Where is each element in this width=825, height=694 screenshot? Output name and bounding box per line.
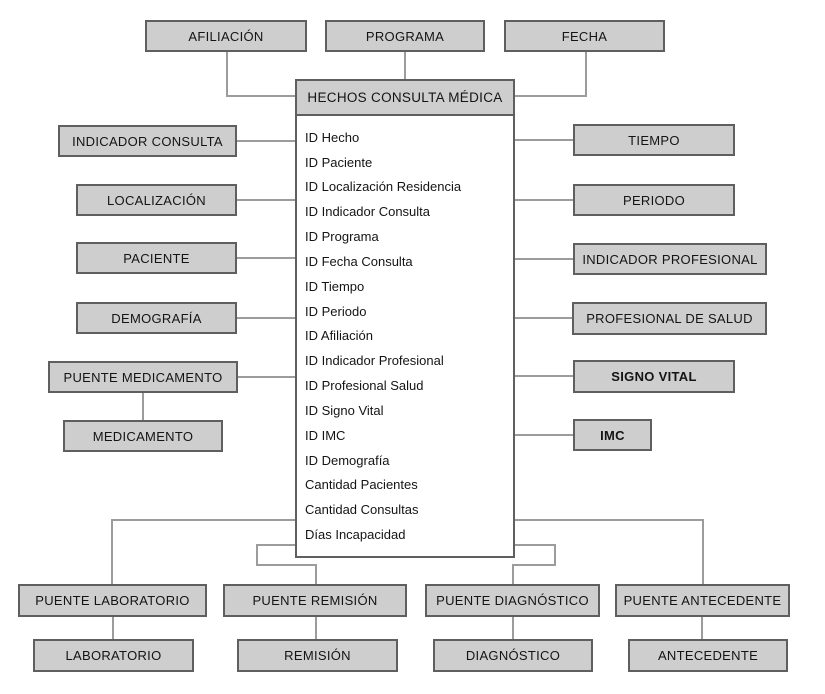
connector-puente-diagnostico-out bbox=[510, 544, 556, 546]
node-paciente: PACIENTE bbox=[76, 242, 237, 274]
fact-table-body: ID Hecho ID Paciente ID Localización Res… bbox=[295, 114, 515, 558]
connector-fecha-horizontal bbox=[512, 95, 587, 97]
node-indicador-profesional-label: INDICADOR PROFESIONAL bbox=[582, 251, 758, 267]
fact-field-id-periodo: ID Periodo bbox=[305, 303, 367, 319]
fact-field-id-programa: ID Programa bbox=[305, 229, 379, 245]
fact-field-id-fecha-consulta: ID Fecha Consulta bbox=[305, 253, 413, 269]
connector-laboratorio bbox=[112, 615, 114, 641]
node-programa-label: PROGRAMA bbox=[365, 28, 445, 44]
node-imc-label: IMC bbox=[600, 427, 625, 443]
fact-field-cantidad-consultas: Cantidad Consultas bbox=[305, 502, 419, 518]
node-remision: REMISIÓN bbox=[237, 639, 398, 672]
node-demografia-label: DEMOGRAFÍA bbox=[111, 310, 202, 326]
connector-fecha-vertical bbox=[585, 51, 587, 97]
node-profesional-de-salud-label: PROFESIONAL DE SALUD bbox=[586, 311, 753, 326]
fact-field-dias-incapacidad: Días Incapacidad bbox=[305, 527, 406, 543]
connector-demografia bbox=[230, 317, 300, 319]
connector-puente-laboratorio-vertical bbox=[111, 519, 113, 586]
node-puente-remision: PUENTE REMISIÓN bbox=[223, 584, 407, 617]
node-paciente-label: PACIENTE bbox=[123, 250, 190, 266]
fact-table-header: HECHOS CONSULTA MÉDICA bbox=[295, 79, 515, 116]
connector-puente-diagnostico-down2 bbox=[512, 564, 514, 586]
connector-puente-antecedente-vertical bbox=[702, 519, 704, 586]
fact-table-title: HECHOS CONSULTA MÉDICA bbox=[307, 90, 503, 105]
connector-afiliacion-vertical bbox=[226, 51, 228, 97]
connector-puente-medicamento bbox=[232, 376, 300, 378]
connector-puente-diagnostico-down1 bbox=[554, 544, 556, 566]
node-antecedente-label: ANTECEDENTE bbox=[657, 648, 759, 663]
connector-puente-remision-down2 bbox=[315, 564, 317, 586]
node-medicamento: MEDICAMENTO bbox=[63, 420, 223, 452]
fact-field-id-hecho: ID Hecho bbox=[305, 129, 360, 145]
node-demografia: DEMOGRAFÍA bbox=[76, 302, 237, 334]
connector-signo-vital bbox=[510, 375, 578, 377]
fact-field-id-indicador-consulta: ID Indicador Consulta bbox=[305, 204, 431, 220]
connector-programa-vertical bbox=[404, 51, 406, 81]
node-periodo: PERIODO bbox=[573, 184, 735, 216]
node-indicador-profesional: INDICADOR PROFESIONAL bbox=[573, 243, 767, 275]
connector-diagnostico bbox=[512, 615, 514, 641]
node-indicador-consulta: INDICADOR CONSULTA bbox=[58, 125, 237, 157]
node-puente-antecedente: PUENTE ANTECEDENTE bbox=[615, 584, 790, 617]
connector-antecedente bbox=[701, 615, 703, 641]
node-periodo-label: PERIODO bbox=[622, 192, 686, 208]
node-diagnostico: DIAGNÓSTICO bbox=[433, 639, 593, 672]
fact-field-cantidad-pacientes: Cantidad Pacientes bbox=[305, 477, 418, 493]
connector-afiliacion-horizontal bbox=[226, 95, 300, 97]
node-puente-diagnostico: PUENTE DIAGNÓSTICO bbox=[425, 584, 600, 617]
fact-field-id-profesional-salud: ID Profesional Salud bbox=[305, 378, 424, 394]
connector-puente-laboratorio-horizontal bbox=[111, 519, 300, 521]
fact-field-id-localizacion-residencia: ID Localización Residencia bbox=[305, 179, 462, 195]
node-puente-antecedente-label: PUENTE ANTECEDENTE bbox=[623, 593, 782, 608]
fact-field-id-signo-vital: ID Signo Vital bbox=[305, 402, 384, 418]
fact-field-id-imc: ID IMC bbox=[305, 427, 346, 443]
node-afiliacion: AFILIACIÓN bbox=[145, 20, 307, 52]
connector-profesional-de-salud bbox=[510, 317, 577, 319]
node-fecha-label: FECHA bbox=[561, 28, 608, 44]
node-puente-medicamento: PUENTE MEDICAMENTO bbox=[48, 361, 238, 393]
node-puente-laboratorio: PUENTE LABORATORIO bbox=[18, 584, 207, 617]
node-programa: PROGRAMA bbox=[325, 20, 485, 52]
node-medicamento-label: MEDICAMENTO bbox=[92, 428, 194, 444]
node-profesional-de-salud: PROFESIONAL DE SALUD bbox=[572, 302, 767, 335]
node-afiliacion-label: AFILIACIÓN bbox=[188, 28, 264, 44]
node-imc: IMC bbox=[573, 419, 652, 451]
node-signo-vital-label: SIGNO VITAL bbox=[611, 369, 697, 384]
connector-puente-remision-out bbox=[256, 544, 300, 546]
node-fecha: FECHA bbox=[504, 20, 665, 52]
connector-localizacion bbox=[230, 199, 300, 201]
fact-field-id-demografia: ID Demografía bbox=[305, 452, 390, 468]
connector-imc bbox=[510, 434, 578, 436]
node-tiempo: TIEMPO bbox=[573, 124, 735, 156]
node-puente-remision-label: PUENTE REMISIÓN bbox=[252, 593, 378, 608]
node-tiempo-label: TIEMPO bbox=[628, 132, 680, 148]
connector-puente-remision-step bbox=[256, 564, 317, 566]
node-diagnostico-label: DIAGNÓSTICO bbox=[465, 648, 561, 663]
node-antecedente: ANTECEDENTE bbox=[628, 639, 788, 672]
node-puente-medicamento-label: PUENTE MEDICAMENTO bbox=[63, 369, 223, 385]
node-laboratorio-label: LABORATORIO bbox=[65, 648, 162, 663]
fact-field-id-paciente: ID Paciente bbox=[305, 154, 373, 170]
connector-remision bbox=[315, 615, 317, 641]
node-indicador-consulta-label: INDICADOR CONSULTA bbox=[72, 133, 223, 149]
connector-puente-diagnostico-step bbox=[512, 564, 556, 566]
connector-periodo bbox=[510, 199, 578, 201]
node-localizacion: LOCALIZACIÓN bbox=[76, 184, 237, 216]
fact-field-id-tiempo: ID Tiempo bbox=[305, 278, 365, 294]
node-localizacion-label: LOCALIZACIÓN bbox=[107, 192, 206, 208]
connector-indicador-profesional bbox=[510, 258, 578, 260]
connector-tiempo bbox=[510, 139, 578, 141]
node-puente-laboratorio-label: PUENTE LABORATORIO bbox=[35, 593, 190, 608]
node-remision-label: REMISIÓN bbox=[284, 648, 351, 663]
fact-field-id-indicador-profesional: ID Indicador Profesional bbox=[305, 353, 444, 369]
node-signo-vital: SIGNO VITAL bbox=[573, 360, 735, 393]
fact-field-id-afiliacion: ID Afiliación bbox=[305, 328, 373, 344]
connector-indicador-consulta bbox=[230, 140, 300, 142]
connector-paciente bbox=[230, 257, 300, 259]
node-puente-diagnostico-label: PUENTE DIAGNÓSTICO bbox=[436, 593, 589, 608]
connector-medicamento bbox=[142, 391, 144, 422]
connector-puente-antecedente-horizontal bbox=[510, 519, 704, 521]
connector-puente-remision-down1 bbox=[256, 544, 258, 566]
node-laboratorio: LABORATORIO bbox=[33, 639, 194, 672]
